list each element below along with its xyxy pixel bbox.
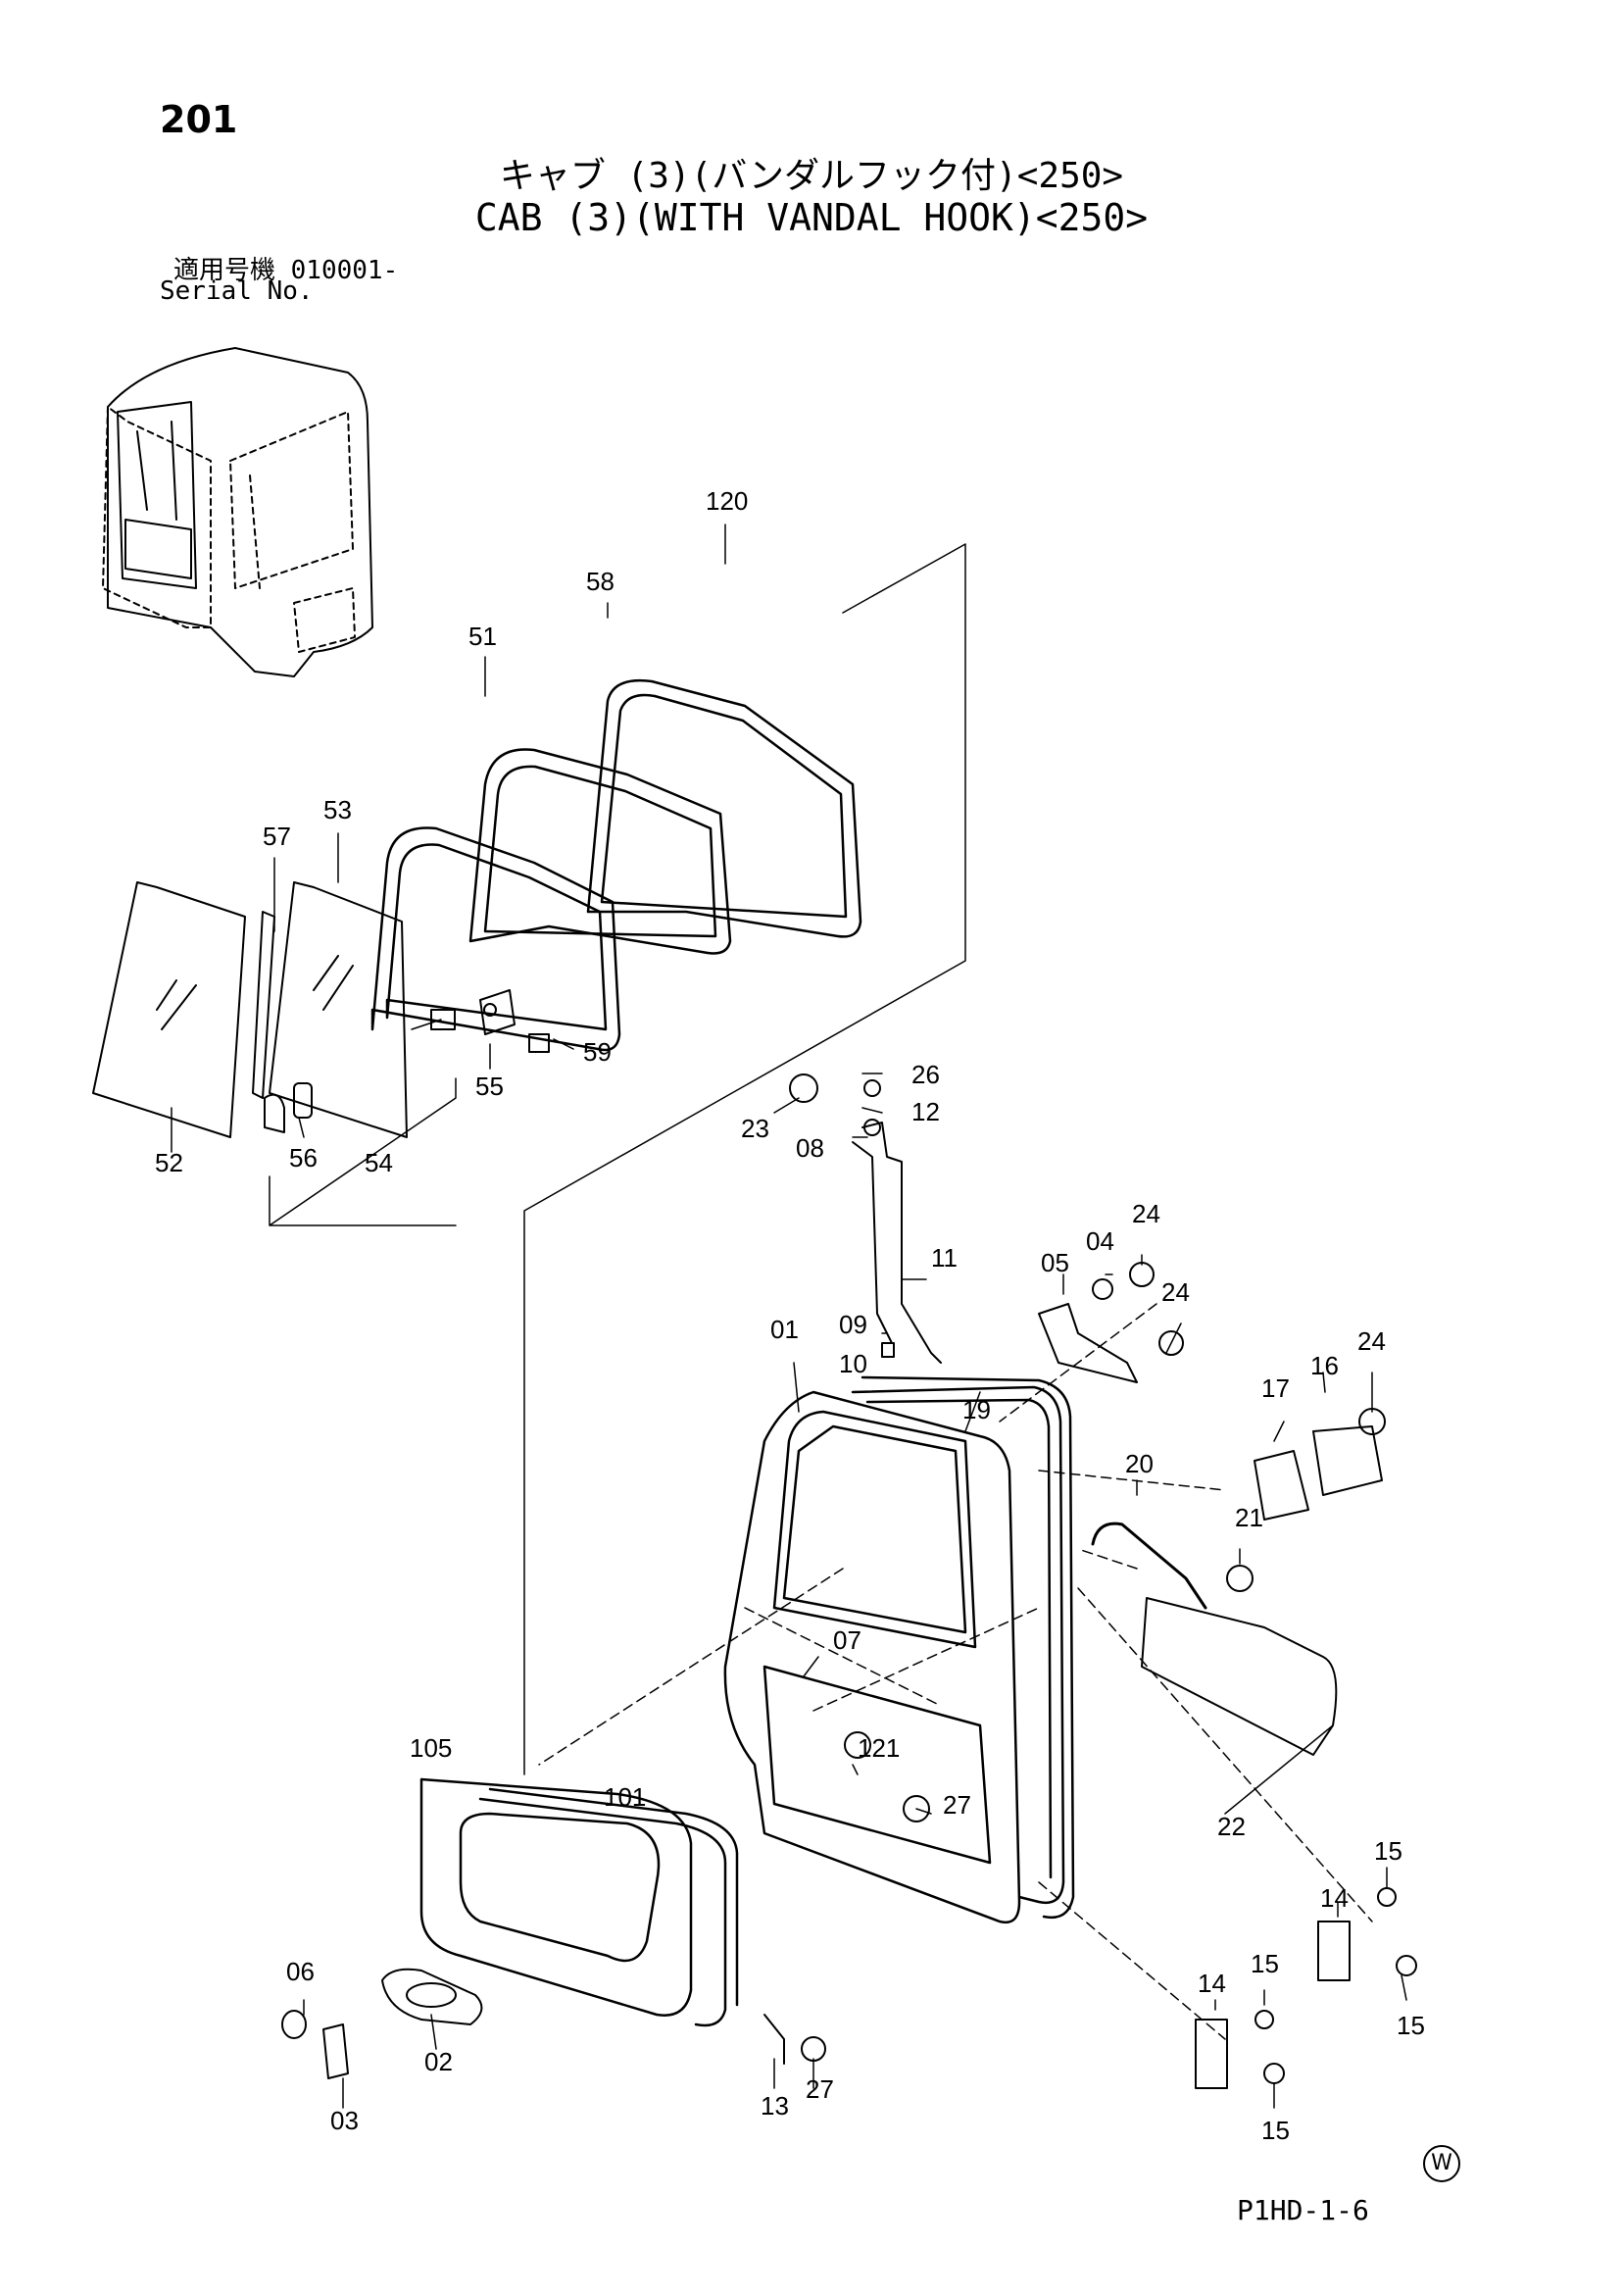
- latch-small-parts: [264, 989, 550, 1133]
- callout-19: 19: [962, 1395, 991, 1424]
- callout-24b: 24: [1161, 1277, 1190, 1307]
- bolt-21: [1226, 1565, 1254, 1592]
- callout-58: 58: [586, 567, 615, 596]
- title-japanese: キャブ (3)(バンダルフック付)<250>: [499, 156, 1124, 196]
- callout-26: 26: [911, 1060, 940, 1089]
- callout-leaders: [171, 524, 1407, 2109]
- callout-27b: 27: [806, 2074, 834, 2104]
- callout-07: 07: [833, 1625, 861, 1655]
- callout-08: 08: [796, 1133, 824, 1163]
- callout-54: 54: [365, 1148, 393, 1177]
- linkage-rods: [789, 1073, 942, 1364]
- callout-53: 53: [323, 795, 352, 824]
- callout-06: 06: [286, 1957, 315, 1986]
- callout-09: 09: [839, 1310, 867, 1339]
- circled-w-mark: W: [1423, 2145, 1460, 2182]
- leader-lines-upper: [269, 543, 966, 1775]
- callout-59: 59: [583, 1037, 612, 1067]
- lower-window-frames: [419, 1777, 739, 2027]
- callout-15d: 15: [1261, 2116, 1290, 2145]
- callout-10: 10: [839, 1349, 867, 1378]
- callout-51: 51: [468, 622, 497, 651]
- grab-handle: [1091, 1522, 1207, 1610]
- serial-label-english: Serial No.: [160, 276, 314, 306]
- callout-13: 13: [761, 2091, 789, 2121]
- callout-20: 20: [1125, 1449, 1154, 1478]
- title-english: CAB (3)(WITH VANDAL HOOK)<250>: [474, 196, 1149, 239]
- callout-105: 105: [410, 1733, 452, 1763]
- callout-04: 04: [1086, 1226, 1114, 1256]
- callout-14: 14: [1320, 1883, 1349, 1913]
- glass-panes: [92, 881, 408, 1138]
- callout-03: 03: [330, 2106, 359, 2135]
- assembly-dashed-lines: [538, 1303, 1373, 2040]
- door-lock-parts: [281, 1731, 930, 2079]
- cab-overview-drawing: [102, 347, 373, 677]
- callout-121: 121: [858, 1733, 900, 1763]
- callout-120: 120: [706, 486, 748, 516]
- document-code: P1HD-1-6: [1237, 2194, 1369, 2226]
- callout-27: 27: [943, 1790, 971, 1820]
- callout-24: 24: [1132, 1199, 1160, 1228]
- page-number: 201: [160, 98, 238, 141]
- callout-05: 05: [1041, 1248, 1069, 1277]
- callout-16: 16: [1310, 1351, 1339, 1380]
- callout-15b: 15: [1251, 1949, 1279, 1978]
- lock-assembly: [1038, 1262, 1386, 1435]
- cover-plates: [1254, 1425, 1383, 1521]
- callout-15c: 15: [1397, 2011, 1425, 2040]
- trim-panel: [1141, 1597, 1338, 1756]
- callout-101: 101: [604, 1782, 646, 1812]
- callout-labels: 120 58 51 53 57 52 56 54 55 59 26 12 23 …: [155, 486, 1425, 2145]
- callout-56: 56: [289, 1143, 318, 1173]
- hinges: [1195, 1887, 1417, 2089]
- callout-57: 57: [263, 822, 291, 851]
- callout-14b: 14: [1198, 1969, 1226, 1998]
- callout-22: 22: [1217, 1812, 1246, 1841]
- callout-02: 02: [424, 2047, 453, 2076]
- callout-01: 01: [770, 1315, 799, 1344]
- serial-label-japanese: 適用号機 010001-: [173, 256, 399, 285]
- callout-12: 12: [911, 1097, 940, 1126]
- callout-17: 17: [1261, 1373, 1290, 1403]
- door-frame: [723, 1385, 1065, 1924]
- callout-21: 21: [1235, 1503, 1263, 1532]
- callout-15: 15: [1374, 1836, 1402, 1866]
- window-frame-seals: [370, 678, 862, 1052]
- callout-23: 23: [741, 1114, 769, 1143]
- callout-11: 11: [931, 1243, 958, 1273]
- callout-52: 52: [155, 1148, 183, 1177]
- callout-55: 55: [475, 1072, 504, 1101]
- callout-24c: 24: [1357, 1326, 1386, 1356]
